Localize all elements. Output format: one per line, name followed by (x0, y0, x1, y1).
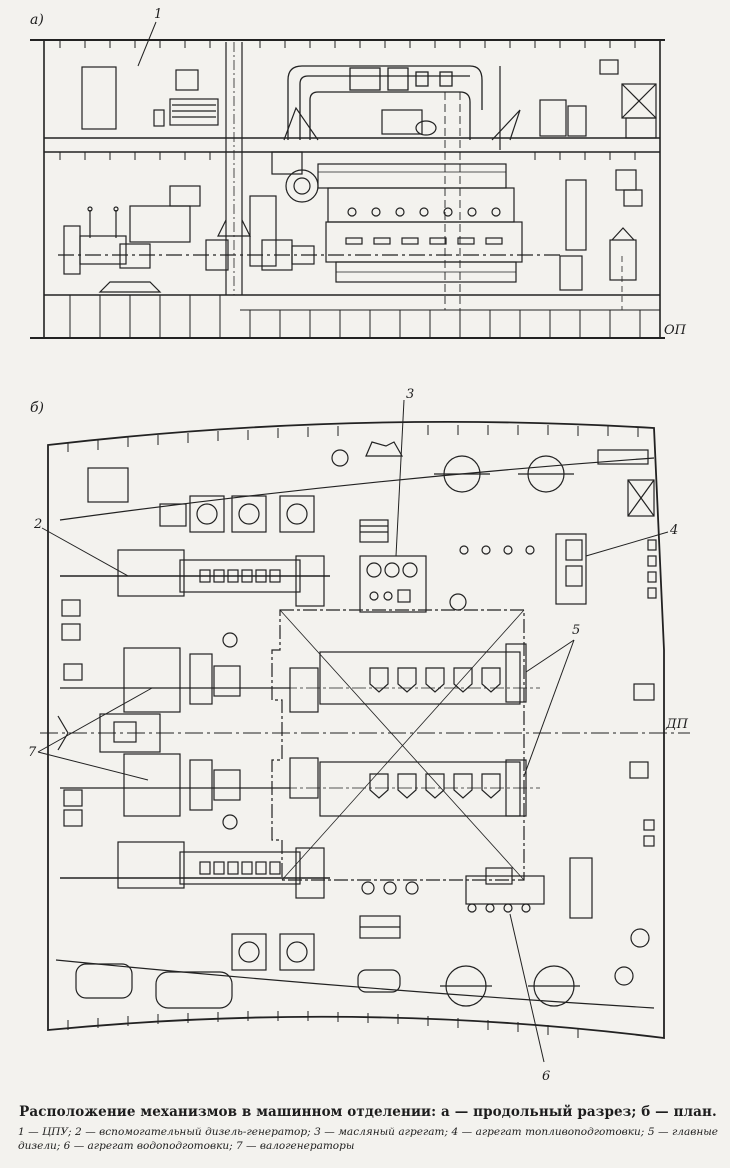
frame-ticks (67, 425, 639, 1038)
callout-2: 2 (33, 517, 42, 532)
callout-1: 1 (154, 7, 162, 22)
figure-caption: Расположение механизмов в машинном отдел… (18, 1104, 718, 1153)
main-engine-side (249, 151, 523, 283)
section-a-label: а) (30, 12, 44, 28)
leader-lines (37, 21, 669, 1063)
longitudinal-section (30, 39, 665, 339)
double-bottom-floors (69, 295, 660, 338)
engine-casing (217, 42, 251, 295)
plan-view (40, 421, 690, 1040)
centerline-label: ДП (665, 717, 689, 732)
section-a-frame (43, 39, 661, 339)
caption-title: Расположение механизмов в машинном отдел… (19, 1104, 717, 1120)
aft-units (559, 169, 643, 310)
engine-room-drawing: а) б) ОП ДП 1 2 3 4 5 6 7 (28, 7, 690, 1084)
caption-legend: 1 — ЦПУ; 2 — вспомогательный дизель-гене… (18, 1126, 718, 1152)
callout-4: 4 (669, 523, 678, 538)
control-room (81, 66, 219, 130)
fuel-unit (555, 533, 587, 605)
callout-3: 3 (406, 387, 414, 402)
main-engines (260, 609, 540, 881)
water-unit (465, 857, 593, 919)
oil-unit (359, 555, 427, 613)
callout-7: 7 (28, 745, 37, 760)
hull-outline (47, 421, 665, 1040)
upper-deck-units (283, 59, 657, 150)
deck-beam-ticks (59, 40, 636, 160)
exhaust-pipes (287, 65, 483, 310)
shaft-generators (57, 647, 290, 817)
callout-5: 5 (572, 623, 580, 638)
callout-6: 6 (542, 1069, 550, 1084)
baseline-label: ОП (664, 323, 687, 338)
tanks-and-pumps (61, 441, 657, 1009)
aux-diesel-generators (60, 549, 330, 899)
shaft-line (58, 185, 560, 293)
section-b-label: б) (30, 400, 44, 416)
